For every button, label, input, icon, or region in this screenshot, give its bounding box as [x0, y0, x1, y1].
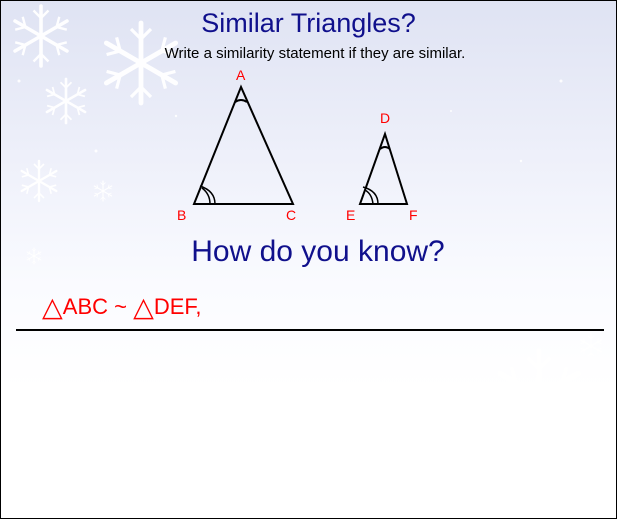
question-text: How do you know? — [191, 235, 445, 268]
triangle1-name: ABC — [62, 294, 109, 319]
slide-title: Similar Triangles? — [201, 8, 416, 38]
angle-mark-b-outer — [199, 185, 216, 205]
vertex-label-a: A — [236, 67, 246, 83]
angle-mark-a — [234, 99, 248, 103]
angle-mark-b-inner — [201, 187, 211, 205]
similar-symbol: ~ — [108, 294, 134, 319]
triangle2-name: DEF, — [153, 294, 202, 319]
triangle-symbol-icon: △ — [42, 292, 63, 323]
triangle-abc: A B C — [177, 67, 296, 223]
vertex-label-f: F — [409, 207, 418, 223]
vertex-label-c: C — [286, 207, 296, 223]
triangle-symbol-icon: △ — [133, 292, 154, 323]
similarity-statement: △ABC ~ △DEF, — [42, 289, 202, 326]
vertex-label-d: D — [380, 110, 390, 126]
vertex-label-e: E — [346, 207, 355, 223]
vertex-label-b: B — [177, 207, 186, 223]
angle-mark-e-outer — [362, 186, 379, 205]
triangle-def: D E F — [346, 110, 418, 223]
answer-underline — [16, 329, 604, 331]
angle-mark-d — [379, 146, 391, 150]
angle-mark-e-inner — [364, 189, 374, 205]
slide-subtitle: Write a similarity statement if they are… — [164, 45, 466, 62]
